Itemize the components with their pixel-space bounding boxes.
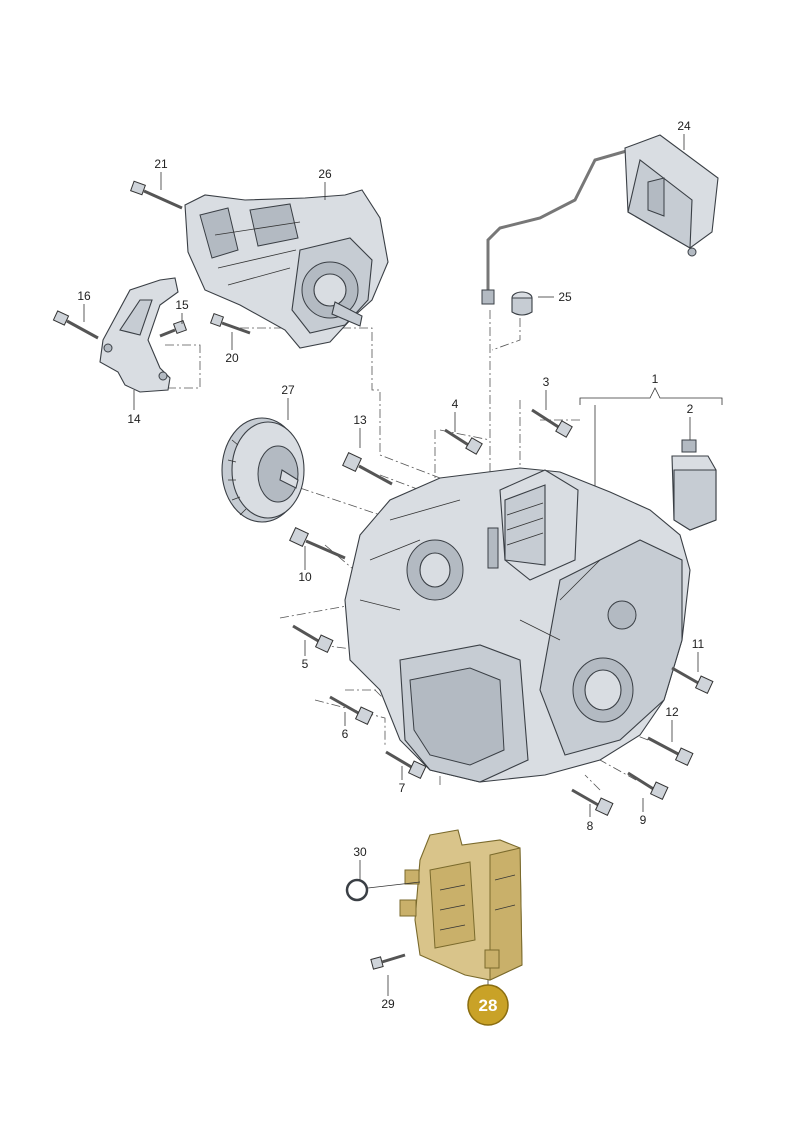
leader-lines: [83, 134, 699, 996]
bolt-13: [342, 452, 393, 486]
bolt-21: [130, 180, 183, 210]
bolt-20: [209, 312, 251, 335]
bolt-6: [329, 695, 374, 725]
callout-15: 15: [175, 298, 189, 312]
bolts: [52, 180, 714, 970]
callout-labels: 1 2 3 4 5 6 7 8 9 10 11 12 13 14 15 16 2…: [77, 119, 704, 1011]
callout-12: 12: [665, 705, 679, 719]
callout-14: 14: [127, 412, 141, 426]
callout-27: 27: [281, 383, 295, 397]
callout-21: 21: [154, 157, 168, 171]
callout-7: 7: [399, 781, 406, 795]
callout-28: 28: [479, 996, 498, 1015]
group-bracket: [579, 387, 723, 490]
callout-30: 30: [353, 845, 367, 859]
callout-8: 8: [587, 819, 594, 833]
callout-3: 3: [543, 375, 550, 389]
bolt-9: [627, 771, 669, 800]
highlight-badge-28: 28: [467, 984, 509, 1026]
callout-2: 2: [687, 402, 694, 416]
mechatronic-unit-part: [399, 829, 523, 981]
callout-29: 29: [381, 997, 395, 1011]
callout-10: 10: [298, 570, 312, 584]
bolt-8: [571, 788, 614, 816]
transfer-case-part: [184, 189, 389, 349]
bolt-29: [370, 953, 406, 970]
callout-26: 26: [318, 167, 332, 181]
mounting-bracket-part: [99, 277, 179, 393]
bolt-11: [671, 666, 714, 694]
oil-bottle-part: [671, 439, 717, 531]
gearbox-housing-part: [344, 467, 691, 783]
bolt-16: [52, 310, 99, 340]
callout-25: 25: [558, 290, 572, 304]
bolt-7: [385, 750, 427, 779]
callout-1: 1: [652, 372, 659, 386]
bolt-15: [159, 319, 188, 338]
callout-20: 20: [225, 351, 239, 365]
callout-9: 9: [640, 813, 647, 827]
bolt-5: [292, 624, 334, 653]
bolt-12: [647, 736, 694, 766]
plug-part: [511, 291, 533, 316]
bolt-4: [444, 428, 483, 455]
callout-11: 11: [692, 637, 705, 651]
bolt-10: [289, 527, 346, 560]
callout-13: 13: [353, 413, 367, 427]
callout-5: 5: [302, 657, 309, 671]
bolt-3: [531, 408, 573, 438]
callout-6: 6: [342, 727, 349, 741]
callout-16: 16: [77, 289, 91, 303]
flange-gear-part: [221, 417, 305, 523]
callout-4: 4: [452, 397, 459, 411]
control-unit-part: [481, 134, 719, 305]
callout-24: 24: [677, 119, 691, 133]
o-ring-part: [345, 878, 369, 902]
